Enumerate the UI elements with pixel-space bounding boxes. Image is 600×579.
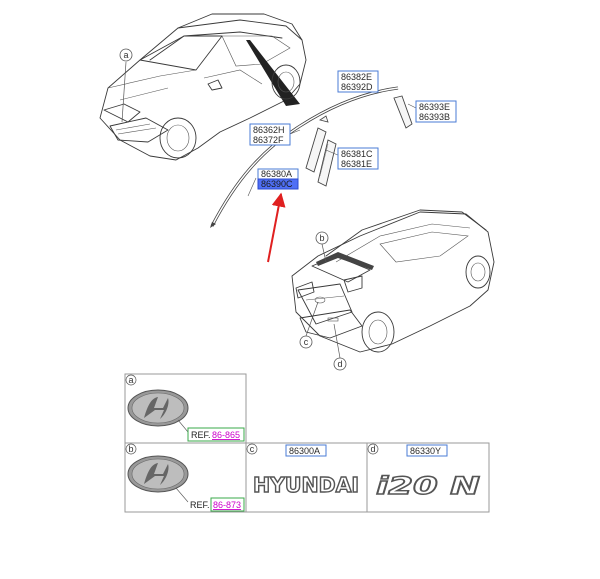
hyundai-logo-icon	[127, 455, 189, 493]
table-cell-d: d 86330Y i20 N	[367, 443, 481, 501]
part-number: 86300A	[289, 446, 320, 456]
table-cell-b: b REF. 86-873	[125, 443, 245, 512]
callout-b-letter: b	[319, 233, 324, 243]
ref-number: 86-865	[212, 430, 240, 440]
part-box-86393E: 86393E 86393B	[415, 100, 457, 123]
callout-c-letter: c	[304, 337, 309, 347]
part-number: 86392D	[341, 82, 373, 92]
callout-d-letter: d	[337, 359, 342, 369]
callout-c: c	[299, 301, 319, 349]
table-cell-c: c 86300A HYUNDAI	[246, 443, 360, 498]
ref-label: REF.	[191, 430, 211, 440]
callout-a-letter: a	[123, 50, 128, 60]
part-box-86381C: 86381C 86381E	[337, 147, 379, 170]
part-number: 86372F	[253, 135, 284, 145]
ref-label: REF.	[190, 500, 210, 510]
cell-b-letter: b	[128, 444, 133, 454]
hyundai-emblem-text: HYUNDAI	[253, 473, 359, 497]
part-number: 86381E	[341, 159, 372, 169]
callout-a: a	[119, 48, 133, 123]
part-box-86380A-highlighted: 86380A 86390C	[257, 168, 299, 190]
front-car-illustration	[99, 13, 307, 161]
part-number: 86330Y	[410, 446, 441, 456]
emblem-table	[124, 373, 490, 513]
red-arrow-icon	[267, 192, 286, 263]
part-number: 86362H	[253, 125, 285, 135]
callout-d: d	[333, 323, 347, 371]
part-number-highlighted: 86390C	[261, 179, 293, 189]
part-number: 86381C	[341, 149, 373, 159]
part-number: 86382E	[341, 72, 372, 82]
part-box-86362H: 86362H 86372F	[249, 123, 291, 146]
part-number: 86393E	[419, 102, 450, 112]
cell-d-letter: d	[370, 444, 375, 454]
ref-number: 86-873	[213, 500, 241, 510]
part-box-86382E: 86382E 86392D	[337, 70, 379, 93]
part-number: 86393B	[419, 112, 450, 122]
table-cell-a: a REF. 86-865	[125, 374, 245, 442]
rear-car-illustration	[291, 209, 495, 353]
i20n-emblem-text: i20 N	[376, 472, 480, 500]
cell-a-letter: a	[128, 375, 133, 385]
cell-c-letter: c	[250, 444, 255, 454]
callout-b: b	[315, 231, 329, 263]
hyundai-logo-icon	[127, 389, 189, 427]
part-number: 86380A	[261, 169, 292, 179]
roof-moulding-parts	[210, 86, 413, 228]
